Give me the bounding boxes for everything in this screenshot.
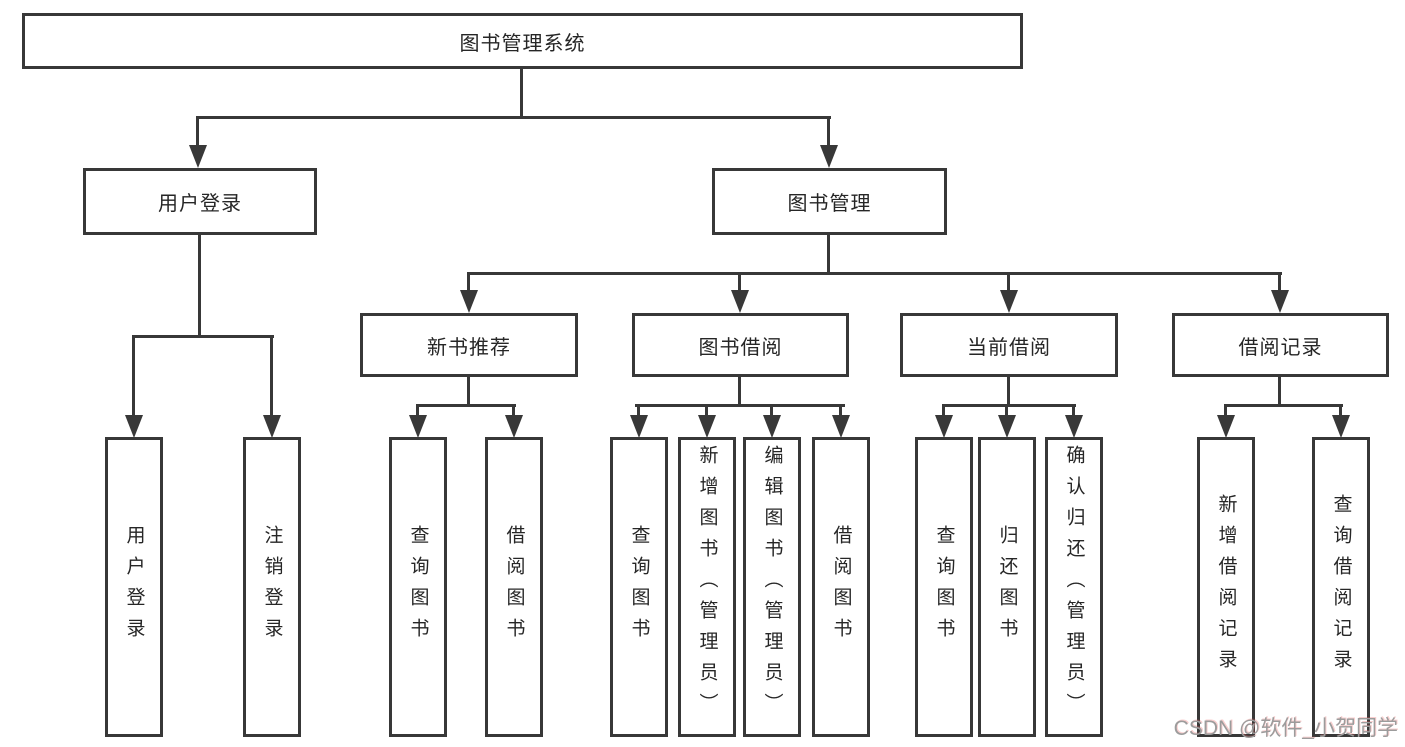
arrowhead-icon [998, 415, 1016, 438]
arrowhead-icon [832, 415, 850, 438]
connector-line [1339, 404, 1342, 417]
arrowhead-icon [1065, 415, 1083, 438]
connector-line [416, 404, 516, 407]
leaf-label: 查询图书 [628, 525, 650, 649]
connector-line [827, 235, 830, 274]
arrowhead-icon [263, 415, 281, 438]
connector-line [1224, 404, 1343, 407]
arrowhead-icon [1000, 290, 1018, 313]
connector-line [827, 116, 830, 147]
node-new-book-recommend: 新书推荐 [360, 313, 578, 377]
connector-line [637, 404, 640, 417]
connector-line [1072, 404, 1075, 417]
connector-line [198, 235, 201, 337]
arrowhead-icon [125, 415, 143, 438]
leaf-user-login: 用户登录 [105, 437, 163, 737]
leaf-query-books-recommend: 查询图书 [389, 437, 447, 737]
arrowhead-icon [698, 415, 716, 438]
leaf-logout: 注销登录 [243, 437, 301, 737]
leaf-label: 借阅图书 [503, 525, 525, 649]
arrowhead-icon [505, 415, 523, 438]
leaf-confirm-return-admin: 确认归还（管理员） [1045, 437, 1103, 737]
connector-line [416, 404, 419, 417]
connector-line [1005, 404, 1008, 417]
leaf-label: 归还图书 [996, 525, 1018, 649]
connector-line [1007, 272, 1010, 292]
leaf-label: 查询图书 [407, 525, 429, 649]
leaf-add-books-admin: 新增图书（管理员） [678, 437, 736, 737]
arrowhead-icon [820, 145, 838, 168]
connector-line [738, 272, 741, 292]
leaf-label: 编辑图书（管理员） [761, 445, 783, 724]
connector-line [467, 272, 470, 292]
connector-line [512, 404, 515, 417]
watermark: CSDN @软件_小贺同学 [1173, 717, 1398, 740]
connector-line [520, 69, 523, 117]
node-root: 图书管理系统 [22, 13, 1023, 69]
leaf-edit-books-admin: 编辑图书（管理员） [743, 437, 801, 737]
arrowhead-icon [763, 415, 781, 438]
arrowhead-icon [630, 415, 648, 438]
leaf-label: 查询借阅记录 [1330, 494, 1352, 680]
connector-line [705, 404, 708, 417]
connector-line [132, 335, 135, 417]
node-book-management-branch: 图书管理 [712, 168, 947, 235]
leaf-query-borrow-record: 查询借阅记录 [1312, 437, 1370, 737]
arrowhead-icon [1271, 290, 1289, 313]
connector-line [839, 404, 842, 417]
leaf-label: 用户登录 [123, 525, 145, 649]
connector-line [1007, 377, 1010, 407]
connector-line [942, 404, 945, 417]
leaf-borrow-books-recommend: 借阅图书 [485, 437, 543, 737]
arrowhead-icon [731, 290, 749, 313]
connector-line [132, 335, 274, 338]
connector-line [1224, 404, 1227, 417]
connector-line [1278, 272, 1281, 292]
node-book-borrow: 图书借阅 [632, 313, 849, 377]
arrowhead-icon [460, 290, 478, 313]
leaf-borrow-books: 借阅图书 [812, 437, 870, 737]
leaf-label: 确认归还（管理员） [1063, 445, 1085, 724]
connector-line [270, 335, 273, 417]
leaf-query-books-current: 查询图书 [915, 437, 973, 737]
node-user-login-branch: 用户登录 [83, 168, 317, 235]
leaf-return-books: 归还图书 [978, 437, 1036, 737]
connector-line [635, 404, 845, 407]
arrowhead-icon [1217, 415, 1235, 438]
leaf-query-books-borrow: 查询图书 [610, 437, 668, 737]
leaf-label: 注销登录 [261, 525, 283, 649]
leaf-add-borrow-record: 新增借阅记录 [1197, 437, 1255, 737]
connector-line [942, 404, 1076, 407]
connector-line [738, 377, 741, 407]
connector-line [770, 404, 773, 417]
arrowhead-icon [189, 145, 207, 168]
leaf-label: 新增图书（管理员） [696, 445, 718, 724]
leaf-label: 借阅图书 [830, 525, 852, 649]
connector-line [197, 116, 831, 119]
arrowhead-icon [409, 415, 427, 438]
node-borrow-records: 借阅记录 [1172, 313, 1389, 377]
connector-line [467, 377, 470, 407]
connector-line [1278, 377, 1281, 407]
arrowhead-icon [935, 415, 953, 438]
arrowhead-icon [1332, 415, 1350, 438]
leaf-label: 新增借阅记录 [1215, 494, 1237, 680]
connector-line [467, 272, 1282, 275]
connector-line [196, 116, 199, 147]
node-current-borrow: 当前借阅 [900, 313, 1118, 377]
leaf-label: 查询图书 [933, 525, 955, 649]
